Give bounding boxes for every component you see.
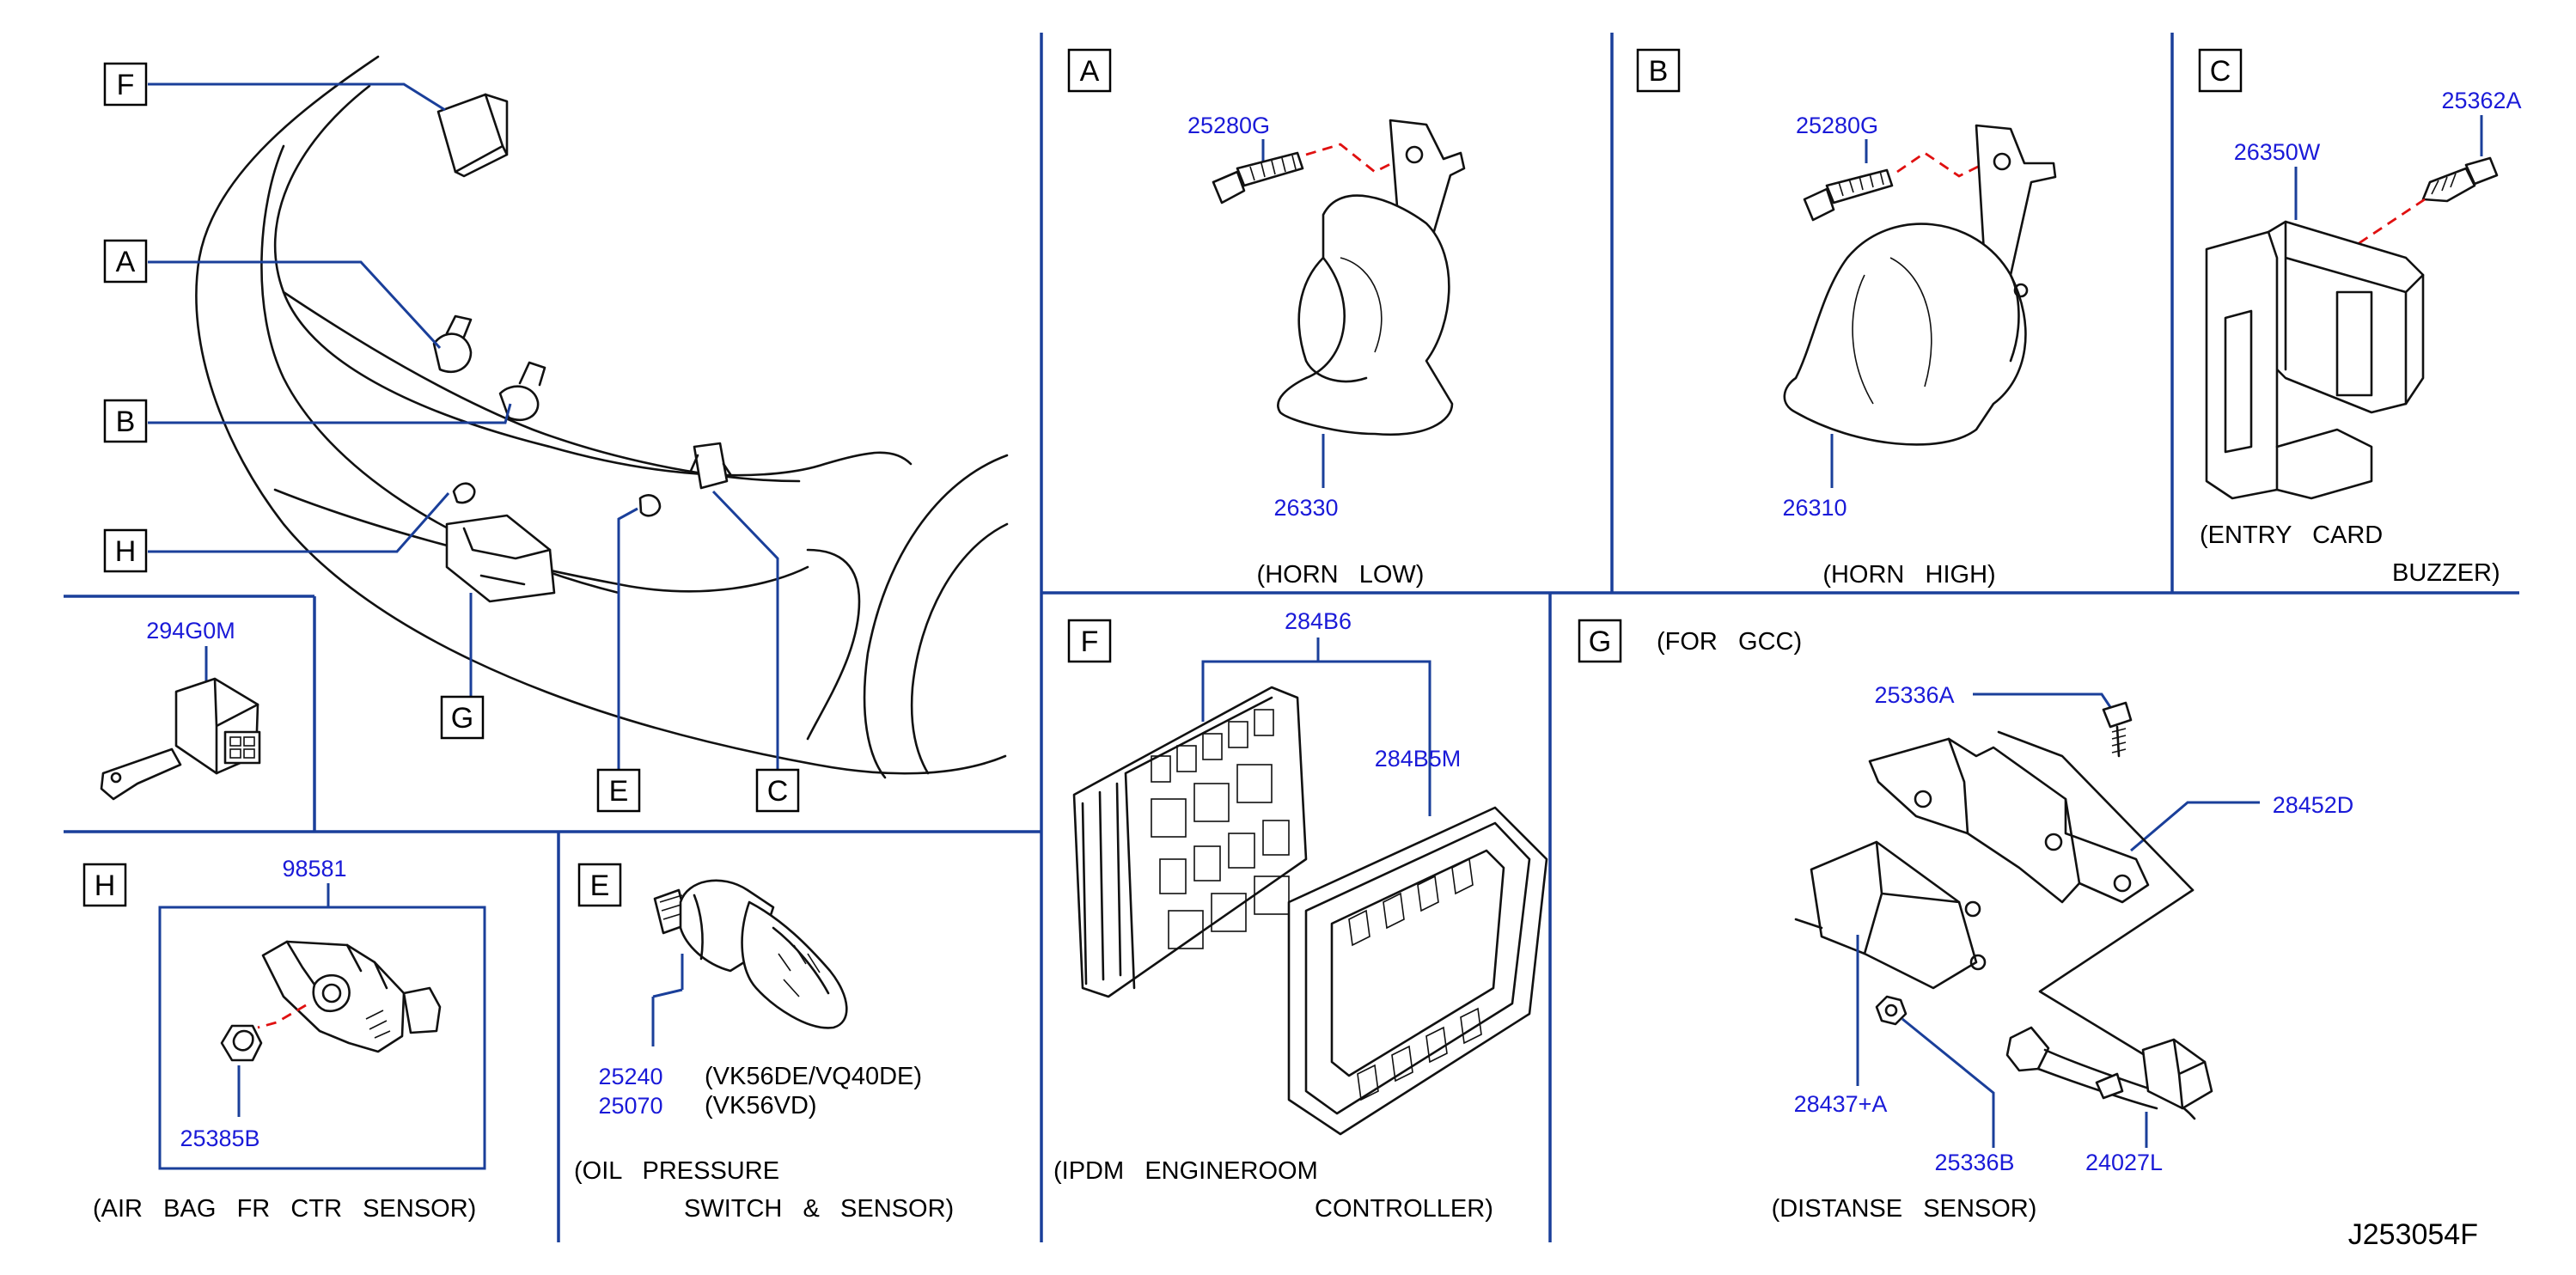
panel-note: (FOR GCC): [1657, 628, 1802, 656]
callout-c: C: [767, 775, 789, 808]
callout-b: B: [116, 406, 136, 438]
variant-1: (VK56DE/VQ40DE): [705, 1063, 922, 1090]
part-number-1: 25240: [598, 1064, 662, 1089]
callout-g: G: [451, 702, 473, 735]
callout-f: F: [117, 69, 135, 101]
panel-caption: (AIR BAG FR CTR SENSOR): [93, 1195, 476, 1223]
part-number-ipdm: 284B6: [1285, 608, 1352, 634]
panel-g-distance-sensor: G (FOR GCC) 25336A 28452D 28437+A 25336B: [1578, 619, 2354, 1223]
panel-e-oil-pressure-switch: E 25240 25070 (VK56DE/VQ40DE) (VK56VD) (…: [574, 863, 954, 1223]
part-number-bracket-assy: 28437+A: [1794, 1091, 1888, 1117]
panel-caption-line1: (ENTRY CARD: [2200, 522, 2383, 549]
panel-letter: G: [1589, 625, 1611, 658]
panel-c-entry-card-buzzer: C 25362A 26350W (ENTRY CARD BUZZER): [2198, 48, 2522, 587]
panel-letter: C: [2210, 55, 2231, 88]
panel-caption-line2: SWITCH & SENSOR): [684, 1195, 954, 1223]
callout-e: E: [609, 775, 629, 808]
sensor-294g0m: 294G0M: [100, 618, 261, 801]
panel-caption-line2: CONTROLLER): [1315, 1195, 1493, 1223]
panel-letter: B: [1649, 55, 1669, 88]
part-number-sensor: 98581: [282, 856, 346, 882]
part-number-horn: 26310: [1782, 495, 1847, 521]
panel-caption-line1: (OIL PRESSURE: [574, 1157, 779, 1185]
panel-a-horn-low: A 25280G 26330 (HORN LOW): [1067, 48, 1466, 589]
panel-letter: H: [95, 869, 116, 902]
variant-2: (VK56VD): [705, 1092, 817, 1119]
part-number-sensor: 24027L: [2085, 1150, 2163, 1175]
panel-letter: A: [1080, 55, 1100, 88]
panel-caption: (HORN HIGH): [1822, 561, 1995, 589]
part-number-bracket: 284B5M: [1375, 746, 1462, 772]
part-number-bolt: 25280G: [1796, 113, 1878, 138]
panel-f-ipdm: F 284B6 284B5M (IPDM ENGINEROOM C: [1053, 608, 1548, 1223]
callout-a: A: [116, 246, 136, 278]
panel-letter: F: [1081, 625, 1099, 658]
panel-b-horn-high: B 25280G 26310 (HORN HIGH): [1636, 48, 2057, 589]
vehicle-overview: F A B H G E C: [103, 55, 1009, 813]
part-number-bracket: 28452D: [2273, 792, 2354, 818]
part-number-2: 25070: [598, 1093, 662, 1119]
panel-caption-line2: BUZZER): [2392, 559, 2500, 587]
callout-h: H: [115, 535, 137, 568]
part-number-bolt: 25336A: [1874, 682, 1954, 708]
panel-caption: (DISTANSE SENSOR): [1772, 1195, 2037, 1223]
panel-letter: E: [590, 869, 610, 902]
part-number: 294G0M: [146, 618, 235, 644]
part-number-horn: 26330: [1273, 495, 1338, 521]
drawing-id: J253054F: [2348, 1218, 2478, 1251]
panel-caption: (HORN LOW): [1257, 561, 1425, 589]
part-number-nut: 25336B: [1934, 1150, 2014, 1175]
panel-dividers: [64, 33, 2519, 1242]
panel-caption-line1: (IPDM ENGINEROOM: [1053, 1157, 1318, 1185]
panel-h-airbag-sensor: H 98581 25385B (AIR BAG FR CTR SENSOR): [82, 856, 486, 1223]
part-number-buzzer: 26350W: [2234, 139, 2321, 165]
part-number-bolt: 25280G: [1187, 113, 1270, 138]
part-number-screw: 25362A: [2441, 88, 2521, 113]
part-number-nut: 25385B: [180, 1126, 259, 1151]
